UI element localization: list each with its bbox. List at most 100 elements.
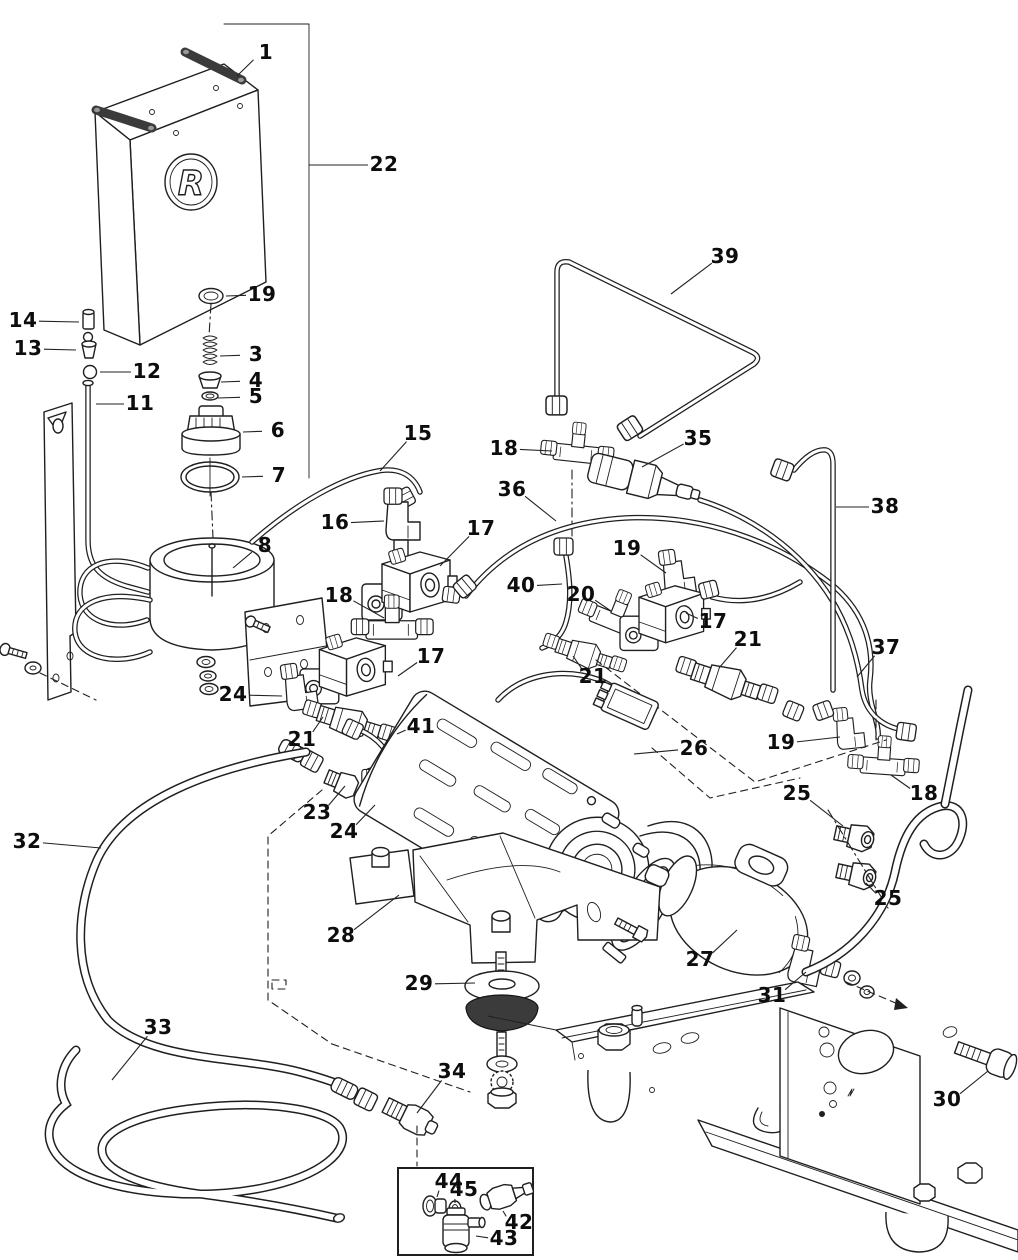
leader-line-14 [38,320,80,323]
part-label-pump-bracket: 28 [326,922,356,947]
left-parts [0,308,151,701]
pipe-from-19b [697,579,803,604]
leader-line-37 [856,655,876,678]
inset-plug-44 [422,1195,447,1217]
outlet-fitting [181,405,241,456]
vibration-mount [464,951,540,1109]
leader-line-23 [328,785,346,806]
part-label-pipe: 38 [870,493,900,518]
tank-logo: R [164,153,218,211]
inlet-tube-15 [249,467,423,545]
pipe-38 [769,447,836,693]
leader-line-32 [42,842,102,849]
part-label-inlet-valve: 43 [489,1225,519,1250]
pipe-36 [451,514,881,740]
part-label-connector-pipe: 41 [406,713,436,738]
part-label-pump-head: 27 [685,946,715,971]
part-label-tank-outlet-fitting: 6 [270,417,286,442]
tank-outlet-parts [180,287,241,539]
part-label-elbow-fitting: 24 [218,681,248,706]
part-label-tee-fitting: 20 [566,581,596,606]
leader-line-20 [594,599,612,612]
inset-box [397,1167,535,1256]
leader-line-7 [241,475,264,478]
leader-line-3 [219,354,241,357]
leader-line-17 [685,612,699,620]
leader-line-4 [220,380,241,383]
part-label-pipe: 36 [497,476,527,501]
leader-line-21 [572,655,583,670]
braided-hose [801,685,973,977]
hose-32 [76,747,357,1095]
leader-line-27 [712,929,738,954]
part-label-tee-fitting: 18 [324,582,354,607]
part-label-expansion-valve: 35 [683,425,713,450]
intake-canister [72,537,275,696]
valve-35 [587,452,701,500]
hose-ferrule [330,1076,380,1113]
leader-line-35 [641,443,684,468]
leader-line-24 [248,694,283,697]
tank-lid-rails [91,47,247,133]
leader-line-30 [959,1070,989,1095]
inset-valve-43 [442,1207,486,1254]
leader-line-15 [379,441,407,472]
leader-line-17 [439,535,470,567]
leader-line-1 [236,59,254,77]
water-tank: R [91,23,310,479]
part-label-tee-fitting: 18 [489,435,519,460]
leader-line-18 [353,600,385,619]
part-label-tank-lid-rail: 1 [258,39,274,64]
part-label-seal-washer: 5 [248,383,264,408]
leader-line-18 [519,448,553,452]
strip-screw [0,642,28,660]
leader-line-34 [416,1080,443,1114]
part-label-hose: 32 [12,828,42,853]
part-label-tee-fitting: 18 [909,780,939,805]
leader-line-33 [111,1035,148,1081]
leader-line-42 [502,1210,507,1217]
leader-line-28 [353,894,400,931]
part-label-seal-ring: 45 [449,1176,479,1201]
part-label-o-ring-small: 12 [132,358,162,383]
leader-line-31 [784,971,807,991]
part-label-suction-tube: 11 [125,390,155,415]
bracket-stud-front [491,910,511,933]
leader-line-19 [640,554,667,574]
leader-line-8 [232,551,253,569]
part-label-nipple-plug: 13 [13,335,43,360]
part-label-vibration-mount: 29 [404,970,434,995]
chassis-frame [487,981,1018,1253]
part-label-inlet-tube: 15 [403,420,433,445]
part-label-check-valve: 21 [578,663,608,688]
part-label-outlet-elbow: 31 [757,982,787,1007]
leader-line-5 [217,396,241,399]
leader-line-29 [434,982,476,985]
leader-line-16 [350,520,385,524]
frame-nut [597,1023,631,1051]
inset-fitting-42 [479,1182,535,1211]
leader-line-25 [865,882,876,893]
leader-line-19 [225,294,247,297]
leader-line-24 [355,804,376,826]
part-label-spring: 3 [248,341,264,366]
part-label-elbow-fitting: 16 [320,509,350,534]
pipe-39 [545,258,761,443]
leader-line-26 [633,749,679,755]
part-label-hose-fitting: 34 [437,1058,467,1083]
leader-line-36 [524,495,557,522]
leader-line-41 [396,729,406,735]
mounting-strip [43,402,77,701]
spring [202,335,218,365]
part-label-bent-pipe: 39 [710,243,740,268]
fitting-34 [381,1097,439,1136]
part-label-plug-fitting: 25 [873,885,903,910]
part-label-sleeve: 14 [8,307,38,332]
pipe-37 [697,497,918,743]
connector-plug [592,680,659,730]
leader-line-39 [670,262,713,295]
leader-line-25 [809,799,844,827]
pump-bracket [349,832,661,964]
